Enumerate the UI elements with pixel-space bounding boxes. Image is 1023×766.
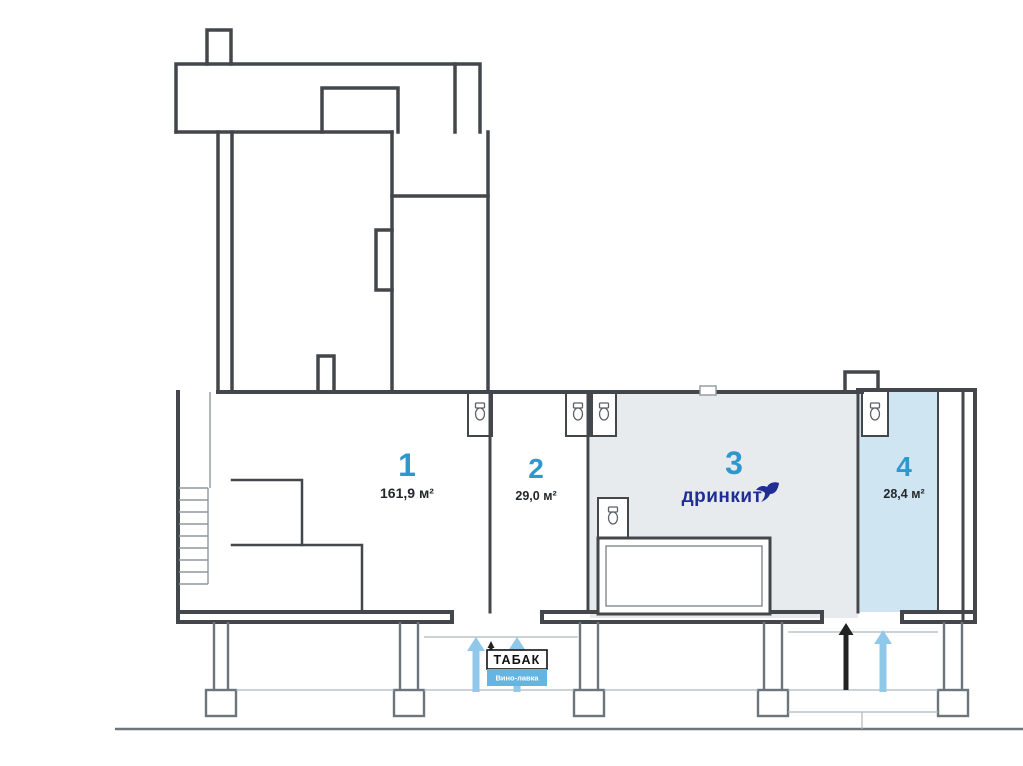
unit-3-counter-block (596, 497, 772, 616)
drinkit-bird-icon (756, 482, 779, 502)
toilet-icon (598, 402, 610, 421)
entrance-arrow-blue-3 (874, 630, 892, 692)
unit-3-number: 3 (725, 445, 743, 481)
door-mark (699, 385, 717, 396)
unit-1-area: 161,9 м² (380, 485, 434, 501)
entrance-arrow-black (838, 623, 854, 690)
wc-boxes (467, 391, 889, 437)
toilet-icons (474, 402, 881, 525)
unit-4-area: 28,4 м² (883, 487, 924, 501)
unit-2-area: 29,0 м² (515, 489, 556, 503)
toilet-icon (474, 402, 486, 421)
unit-1-number: 1 (398, 447, 416, 483)
unit-labels: 1 161,9 м² 2 29,0 м² 3 дринкит 4 28,4 м² (380, 445, 925, 507)
unit-3-brand-label: дринкит (682, 486, 763, 507)
entrance-arrow-blue-1 (467, 637, 485, 692)
unit-1-interior-rooms (230, 478, 364, 614)
tabak-sub-label: Вино-лавка (495, 674, 539, 683)
stairs (179, 392, 211, 585)
toilet-icon (869, 402, 881, 421)
unit-2-number: 2 (528, 453, 544, 484)
tabak-small-arrow-icon (487, 641, 495, 651)
unit-4-number: 4 (896, 451, 912, 482)
tabak-label: ТАБАК (493, 653, 540, 667)
tabak-sign: ТАБАК Вино-лавка (486, 641, 548, 686)
storefront-lines (236, 631, 938, 729)
toilet-icon (607, 506, 619, 525)
colonnade (115, 622, 1023, 731)
upper-building-walls (174, 28, 880, 394)
toilet-icon (572, 402, 584, 421)
unit-divider-walls (488, 388, 965, 624)
